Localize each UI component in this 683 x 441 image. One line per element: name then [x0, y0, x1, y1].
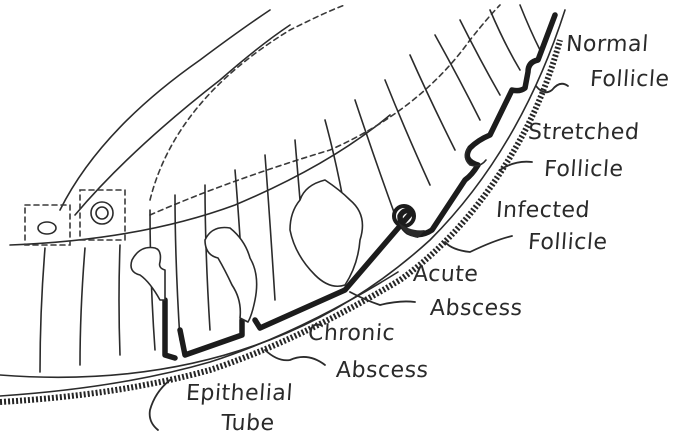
label-normal-follicle-line2: Follicle	[589, 68, 670, 92]
label-chronic-abscess-line2: Abscess	[335, 359, 429, 383]
arrow-chronic-abscess	[265, 350, 325, 365]
outer-cell-boundary	[0, 10, 565, 377]
outer-wall-line-2	[75, 25, 290, 215]
label-infected-follicle-line2: Follicle	[527, 231, 608, 255]
label-chronic-abscess-line1: Chronic	[307, 322, 396, 346]
acute-abscess	[290, 180, 362, 286]
dashed-membrane-outer	[150, 5, 345, 200]
epithelial-tube	[131, 248, 165, 301]
small-follicle-box-1	[25, 205, 70, 245]
chronic-abscess	[205, 228, 257, 323]
small-follicle-lumen-1	[38, 222, 56, 234]
arrow-epithelial-tube	[150, 380, 170, 430]
small-follicle-lumen-2b	[96, 207, 108, 219]
small-follicle-box-2	[80, 190, 125, 240]
label-stretched-follicle-line2: Follicle	[543, 158, 624, 182]
arrow-infected-follicle	[445, 236, 512, 252]
label-infected-follicle-line1: Infected	[495, 199, 591, 223]
arrow-normal-follicle	[536, 84, 568, 93]
label-acute-abscess-line2: Abscess	[429, 297, 523, 321]
label-epithelial-tube-line2: Tube	[220, 412, 275, 436]
label-acute-abscess-line1: Acute	[412, 263, 479, 287]
label-epithelial-tube-line1: Epithelial	[185, 382, 294, 406]
label-normal-follicle-line1: Normal	[565, 33, 649, 57]
label-stretched-follicle-line1: Stretched	[527, 121, 640, 145]
mucosal-edge	[0, 40, 560, 402]
small-follicle-lumen-2	[91, 202, 113, 224]
